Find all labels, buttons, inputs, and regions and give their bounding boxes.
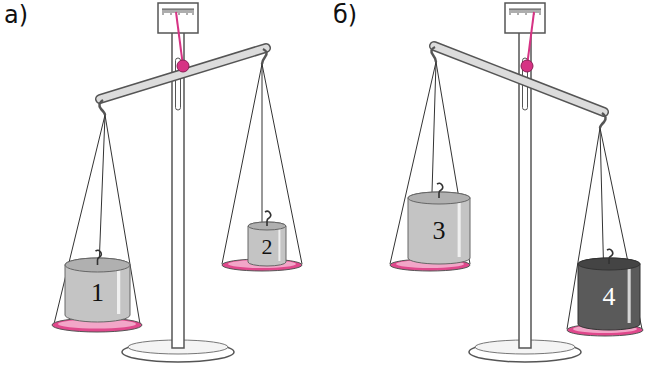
scale-beam <box>100 48 266 99</box>
hook <box>600 113 606 128</box>
panel-label: б) <box>333 3 357 27</box>
weight-hook <box>96 250 102 265</box>
weight-hook <box>437 183 443 198</box>
hook <box>262 49 267 64</box>
weight-body <box>65 258 130 322</box>
pivot <box>521 60 533 72</box>
weight-cylinder: 3 <box>408 192 470 264</box>
weight-highlight <box>117 268 120 314</box>
indicator-needle <box>527 12 534 66</box>
weight-highlight <box>458 201 461 257</box>
scale-beam <box>434 46 604 112</box>
pivot <box>177 60 189 72</box>
weight-body <box>248 222 286 266</box>
panel-label: а) <box>4 3 28 27</box>
weight-hook <box>607 249 613 264</box>
pan-string <box>567 128 642 329</box>
hook <box>99 100 105 115</box>
weight-number: 4 <box>603 278 616 310</box>
weight-number: 3 <box>433 212 446 244</box>
pan-string <box>222 64 302 264</box>
scale-beam <box>434 46 604 112</box>
weight-highlight <box>278 229 280 261</box>
indicator-box <box>505 3 545 33</box>
weight-body <box>408 192 470 264</box>
weight-cylinder: 2 <box>248 222 286 266</box>
pan-string <box>390 62 470 264</box>
indicator-needle <box>176 12 183 66</box>
scale-beam <box>100 48 266 99</box>
weight-number: 2 <box>262 230 273 258</box>
weight-cylinder: 4 <box>578 258 640 330</box>
indicator-scale <box>162 9 194 15</box>
weight-cylinder: 1 <box>65 258 130 322</box>
weight-body <box>578 258 640 330</box>
hook <box>431 47 436 62</box>
weight-number: 1 <box>91 274 104 306</box>
weight-hook <box>265 211 271 226</box>
pan-string <box>54 115 140 324</box>
indicator-scale <box>509 9 541 15</box>
weight-highlight <box>628 267 631 323</box>
